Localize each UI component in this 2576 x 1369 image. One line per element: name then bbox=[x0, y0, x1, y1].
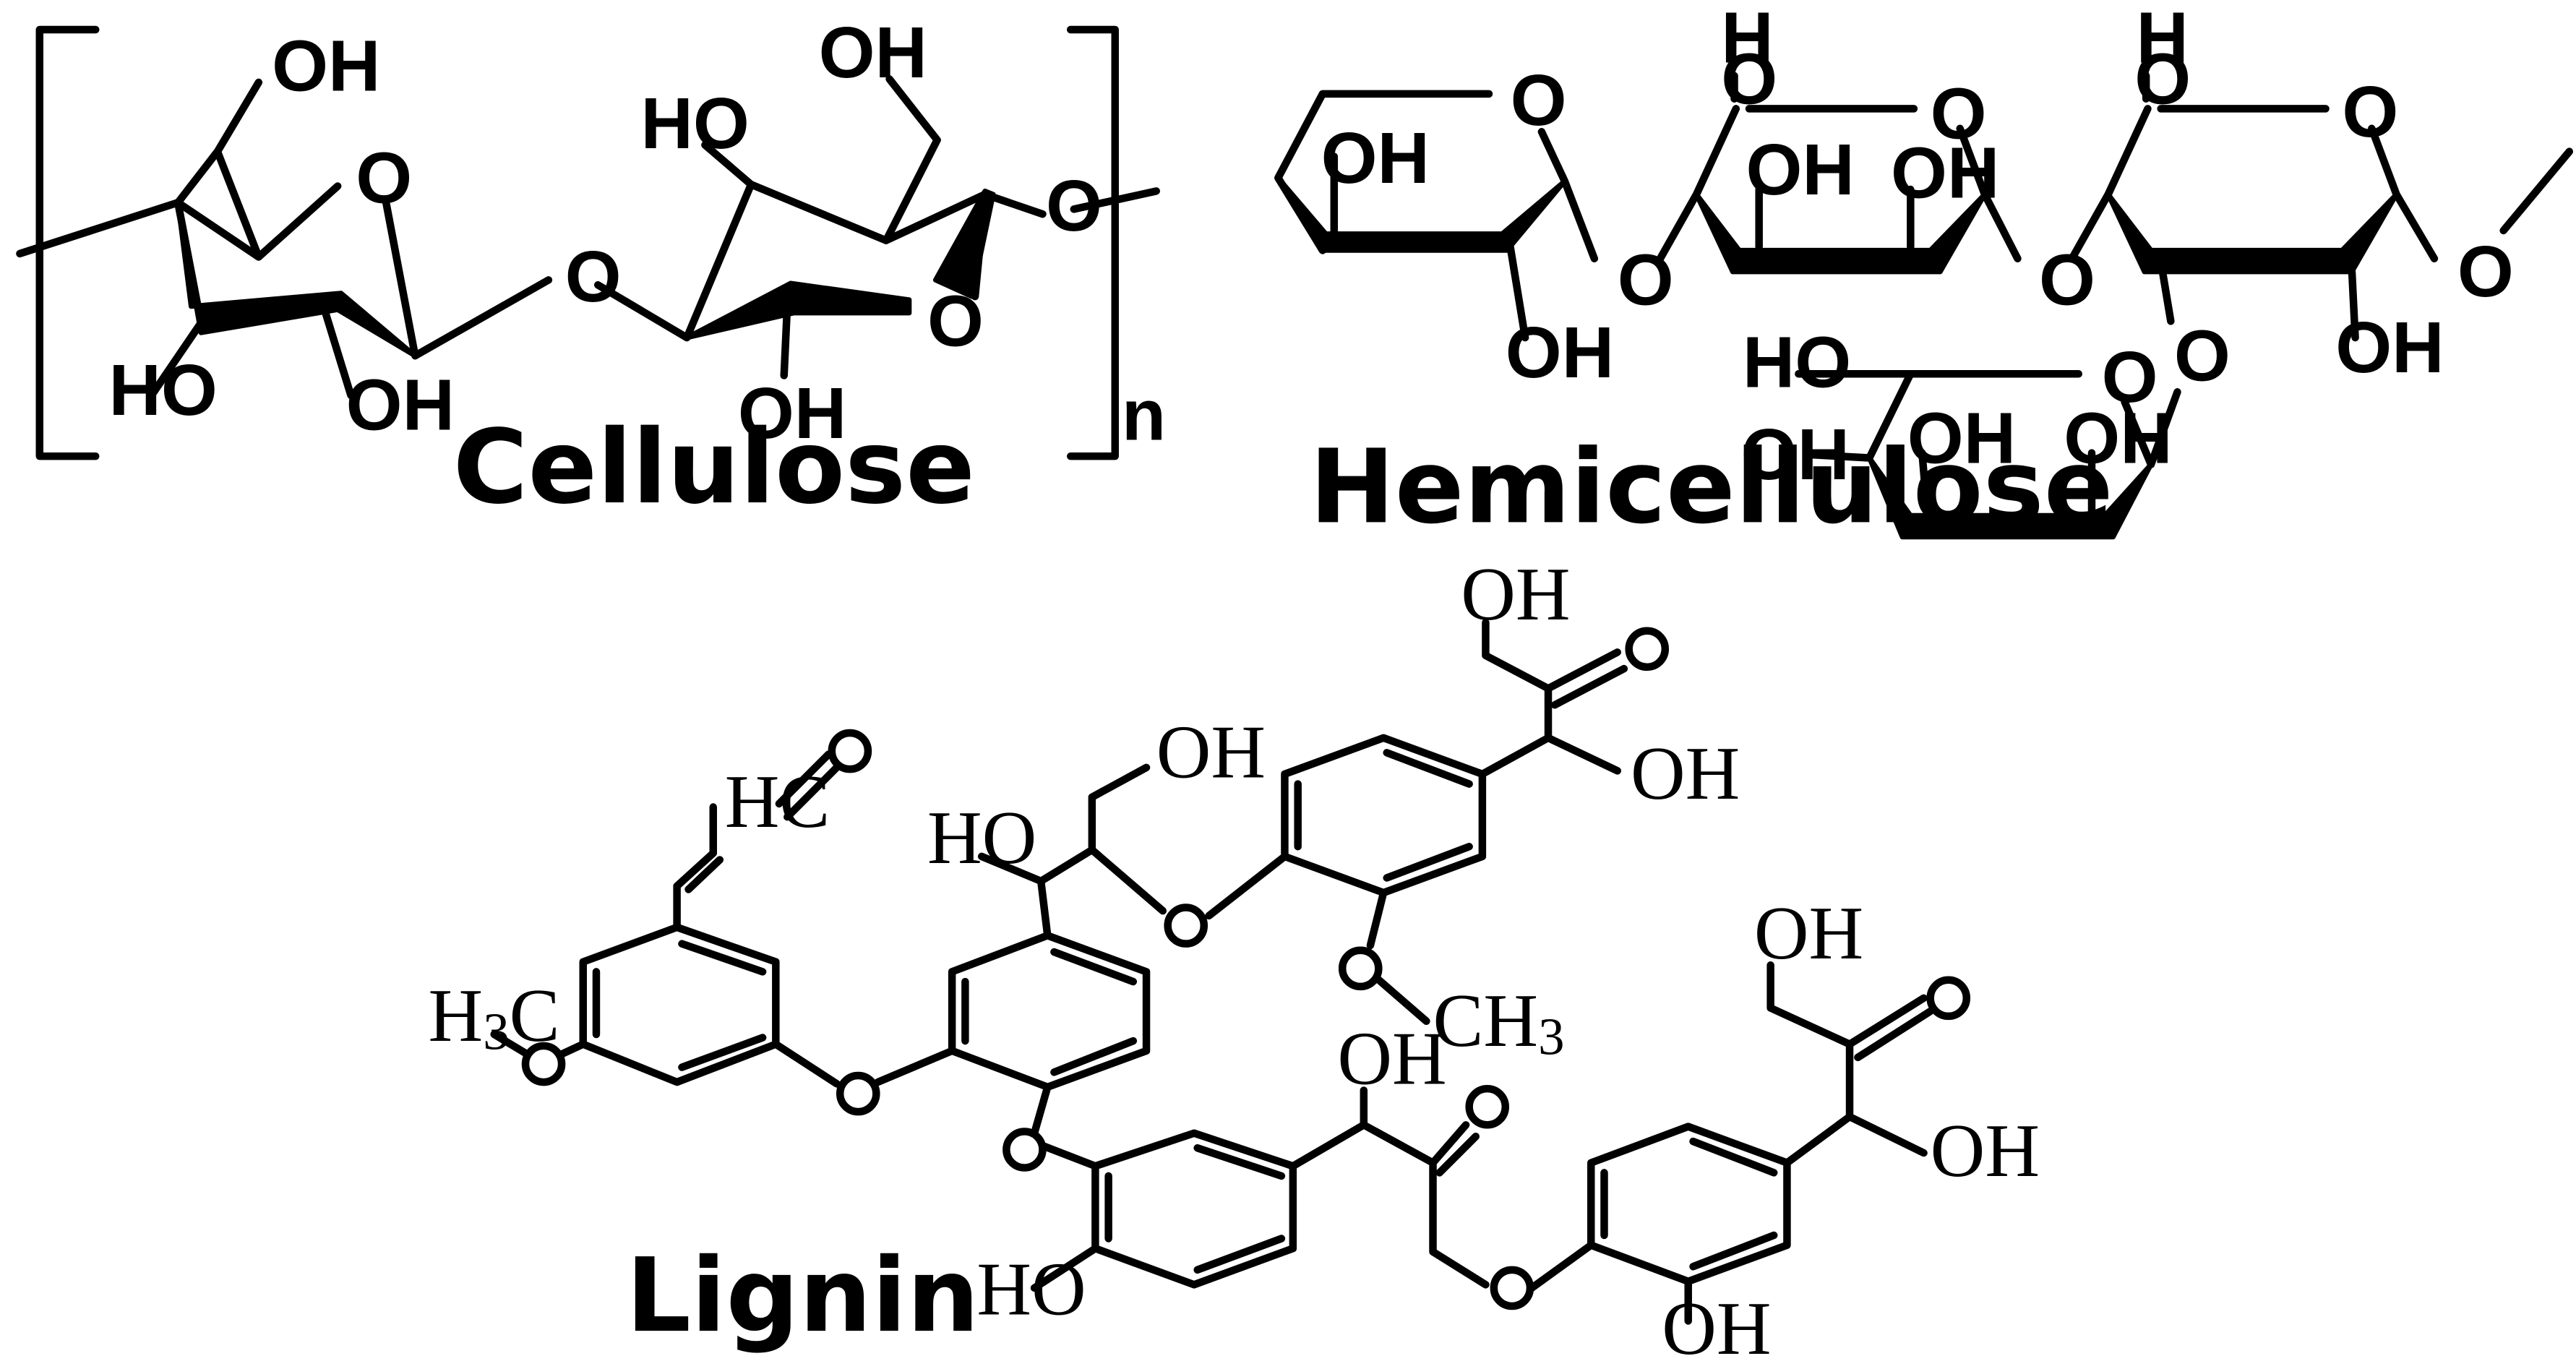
lignin-methoxy-o-a bbox=[521, 1042, 566, 1086]
lignin-oh-a: OH bbox=[1156, 711, 1266, 794]
lignin-aldehyde-o bbox=[828, 729, 872, 773]
lignin-oh-mid: OH bbox=[1337, 1016, 1446, 1100]
cellulose-title: Cellulose bbox=[453, 408, 975, 527]
hemi-r4-ho: HO bbox=[1743, 322, 1851, 403]
hemi-r2-oh-a: OH bbox=[1746, 129, 1854, 210]
lignin-h3c-sub: 3 bbox=[483, 1002, 509, 1060]
hemi-r3-o: O bbox=[2134, 39, 2191, 120]
cellulose-ring-right-wedge bbox=[684, 280, 912, 340]
lignin-ether-o-a bbox=[836, 1071, 880, 1116]
lignin-ether-o-c bbox=[1003, 1128, 1047, 1172]
lignin-methoxy-o-c bbox=[1338, 946, 1383, 991]
hemi-r3-oh-down: OH bbox=[2335, 307, 2444, 388]
hemi-end-o: O bbox=[2457, 231, 2514, 312]
lignin-ether-o-b bbox=[1164, 904, 1208, 948]
hemi-ring4-bonds bbox=[1795, 370, 2181, 515]
cellulose-ho-upper-right: HO bbox=[640, 83, 749, 164]
lignin-hc: HC bbox=[725, 760, 830, 844]
lignin-ch3: CH3 bbox=[1433, 979, 1565, 1065]
cellulose-end-o: O bbox=[1046, 166, 1102, 246]
hemi-r3-ring-o: O bbox=[2342, 72, 2398, 153]
lignin-title: Lignin bbox=[626, 1237, 979, 1355]
cellulose-oh-top-right: OH bbox=[819, 12, 927, 93]
lignin-ketone-o-c bbox=[1625, 627, 1670, 671]
lignin-oh-right: OH bbox=[1754, 891, 1863, 975]
cellulose-structure: OH O HO OH O HO OH O OH O n bbox=[16, 12, 1166, 460]
hemi-r4-oh-b: OH bbox=[2064, 398, 2172, 478]
hemi-ring4-wedge bbox=[1866, 455, 2154, 540]
hemi-r1-oh-up: OH bbox=[1321, 118, 1430, 199]
cellulose-oh-top-left: OH bbox=[272, 25, 380, 106]
hemi-r4-link-o: O bbox=[2174, 315, 2231, 396]
lignin-ring-a bbox=[490, 803, 841, 1088]
hemi-r2-ring-o: O bbox=[1931, 73, 1987, 154]
lignin-ring-b bbox=[874, 763, 1167, 1137]
lignin-structure: HC H3C HO OH OH OH CH3 OH OH OH HO OH bbox=[429, 552, 2040, 1369]
cellulose-ring-left-wedge bbox=[175, 199, 418, 359]
repeat-bracket-right bbox=[1066, 25, 1119, 460]
lignin-h3c-c: C bbox=[510, 974, 560, 1057]
lignin-ketone-o-d bbox=[1465, 1084, 1510, 1129]
cellulose-ring-o-right: O bbox=[927, 281, 984, 362]
cellulose-ring-o-left: O bbox=[356, 137, 412, 218]
lignin-aldehyde-bonds bbox=[775, 750, 841, 821]
cellulose-ho-bottom-left: HO bbox=[108, 350, 217, 431]
lignin-oh-top: OH bbox=[1461, 552, 1570, 636]
hemi-link-o-2: O bbox=[2039, 240, 2095, 321]
hemi-r2-h: H bbox=[1721, 0, 1773, 79]
hemicellulose-title: Hemicellulose bbox=[1310, 428, 2113, 546]
lignin-ch3-sub: 3 bbox=[1538, 1007, 1564, 1065]
hemi-r4-oh-left: OH bbox=[1741, 414, 1850, 495]
hemi-r4-ring-o: O bbox=[2102, 337, 2158, 418]
lignin-ether-o-d bbox=[1490, 1266, 1534, 1310]
hemi-r2-o: O bbox=[1721, 39, 1777, 120]
hemi-r1-ring-o: O bbox=[1511, 60, 1567, 141]
cellulose-repeat-subscript: n bbox=[1122, 374, 1166, 455]
lignin-ring-e bbox=[1527, 961, 1934, 1325]
cellulose-ring-right-wedge-2 bbox=[932, 188, 996, 299]
lignin-h3c-h-text: H bbox=[429, 974, 484, 1057]
lignin-ho-a: HO bbox=[927, 796, 1036, 880]
hemi-ring1-wedge bbox=[1275, 175, 1568, 253]
cellulose-oh-bottom-left: OH bbox=[346, 365, 455, 446]
lignin-oh-right-top: OH bbox=[1631, 731, 1740, 815]
lignin-ch3-text: CH bbox=[1433, 979, 1539, 1063]
lignin-oh-bottom: OH bbox=[1662, 1287, 1771, 1365]
hemi-r4-oh-a: OH bbox=[1907, 398, 2016, 478]
cellulose-ring-left-bonds bbox=[16, 78, 553, 400]
lignin-ketone-o-e bbox=[1926, 976, 1971, 1021]
hemi-link-o-1: O bbox=[1618, 240, 1674, 321]
hemi-ring2-wedge bbox=[1693, 192, 1988, 275]
hemicellulose-structure: O OH OH O H O O OH OH O H O O OH O HO O … bbox=[1274, 0, 2574, 540]
lignin-ho-bottom: HO bbox=[976, 1247, 1086, 1331]
cellulose-oh-bottom-right: OH bbox=[738, 373, 846, 454]
hemi-ring3-wedge bbox=[2105, 192, 2399, 275]
lignin-h3c-h: H3C bbox=[429, 974, 560, 1060]
lignin-ring-c bbox=[1205, 619, 1628, 1026]
hemi-r1-oh-down: OH bbox=[1506, 312, 1614, 393]
lignin-oh-right-low: OH bbox=[1931, 1109, 2040, 1193]
repeat-bracket-left bbox=[35, 25, 100, 460]
hemi-r3-h: H bbox=[2137, 0, 2189, 79]
cellulose-bridge-o: O bbox=[565, 236, 622, 317]
lignin-ring-d bbox=[1030, 1086, 1490, 1292]
hemi-r2-oh-b: OH bbox=[1891, 132, 1999, 213]
